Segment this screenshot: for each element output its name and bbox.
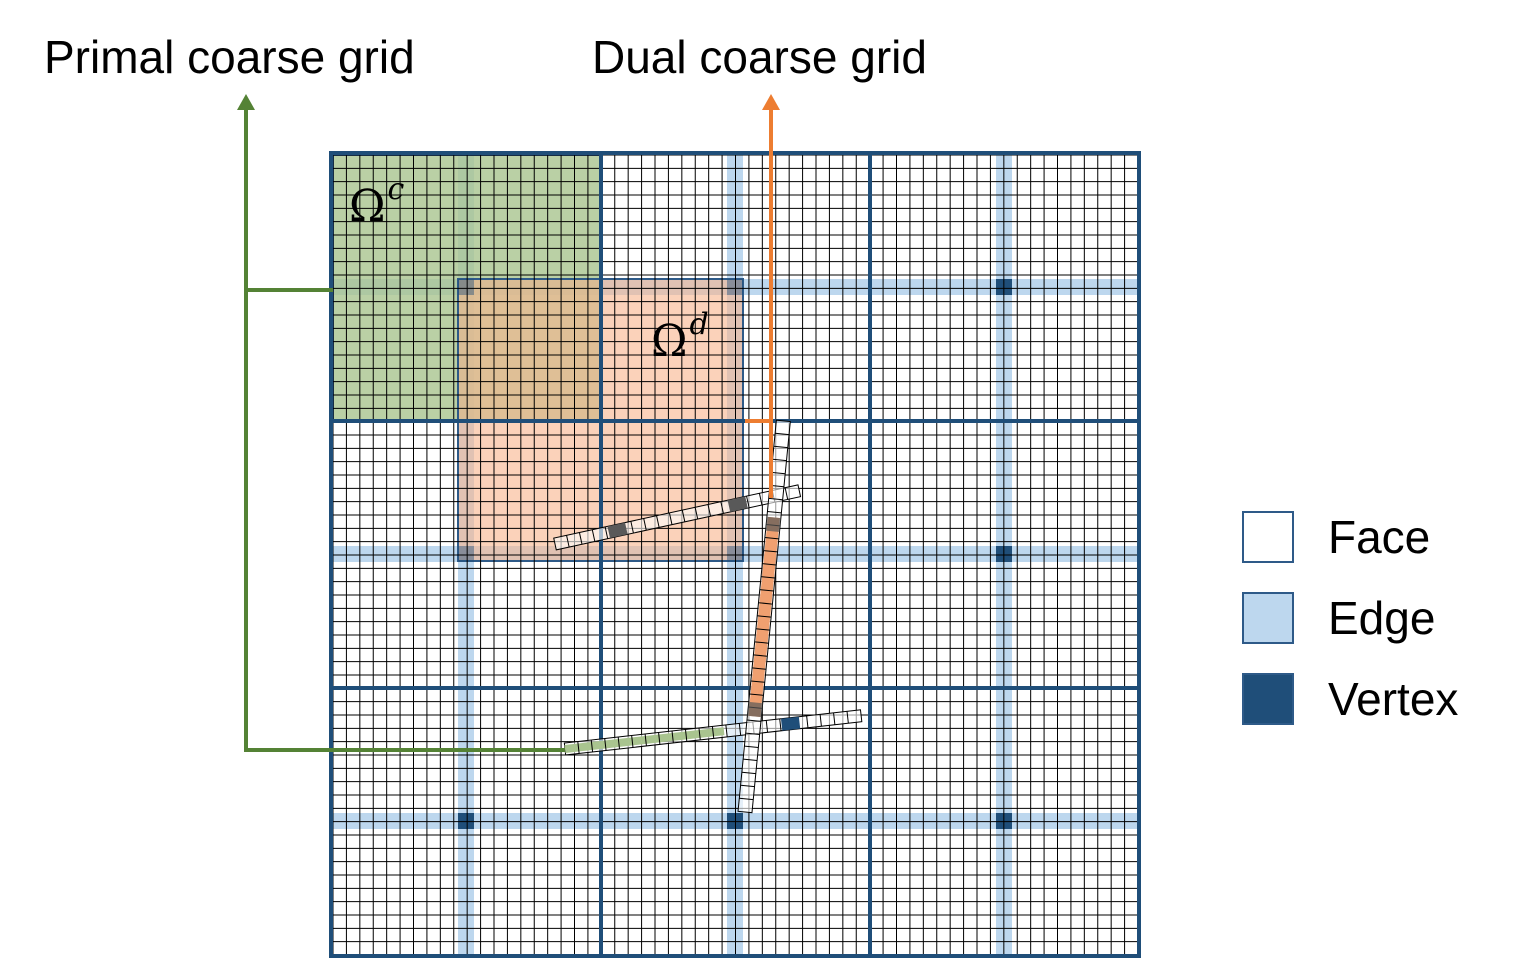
omega-d-sup: d — [689, 307, 709, 342]
omega-c-base: Ω — [349, 181, 386, 232]
legend-label-face: Face — [1328, 511, 1431, 563]
dual-arrow-head — [762, 94, 780, 110]
fracture-vertical — [737, 419, 791, 814]
fracture-vertex — [727, 496, 748, 512]
dual-arrow — [745, 108, 773, 498]
fracture-lower — [563, 709, 863, 756]
legend-swatch-vertex — [1242, 673, 1294, 725]
vertex-cell-dual — [458, 279, 474, 295]
legend-item-vertex: Vertex — [1242, 673, 1458, 725]
primal-fracture-block — [564, 727, 725, 753]
primal-coarse-grid-label: Primal coarse grid — [44, 31, 415, 83]
fracture-vertex — [780, 716, 801, 731]
vertex-cell — [458, 813, 474, 829]
omega-c-sup: c — [387, 172, 405, 207]
coarse-grid — [329, 151, 1141, 958]
dual-coarse-grid-label: Dual coarse grid — [592, 31, 927, 83]
legend-swatch-face — [1242, 511, 1294, 563]
omega-d-label: Ωd — [651, 310, 709, 364]
coarse-grid-border — [329, 151, 1141, 958]
fracture-upper — [553, 484, 802, 551]
fine-grid — [332, 154, 1139, 956]
vertex-cell-dual — [458, 546, 474, 562]
legend-item-face: Face — [1242, 511, 1430, 563]
omega-c-label: Ωc — [349, 175, 404, 229]
legend-label-edge: Edge — [1328, 592, 1436, 644]
primal-arrow-head — [237, 94, 255, 110]
fractures — [553, 419, 863, 814]
primal-arrow — [244, 108, 565, 752]
fracture-vertex — [747, 701, 763, 718]
omega-d-base: Ω — [651, 316, 688, 367]
legend-item-edge: Edge — [1242, 592, 1435, 644]
legend-swatch-edge — [1242, 592, 1294, 644]
fracture-vertex — [607, 522, 628, 539]
legend-label-vertex: Vertex — [1328, 673, 1459, 725]
fracture-vertex — [765, 516, 781, 533]
